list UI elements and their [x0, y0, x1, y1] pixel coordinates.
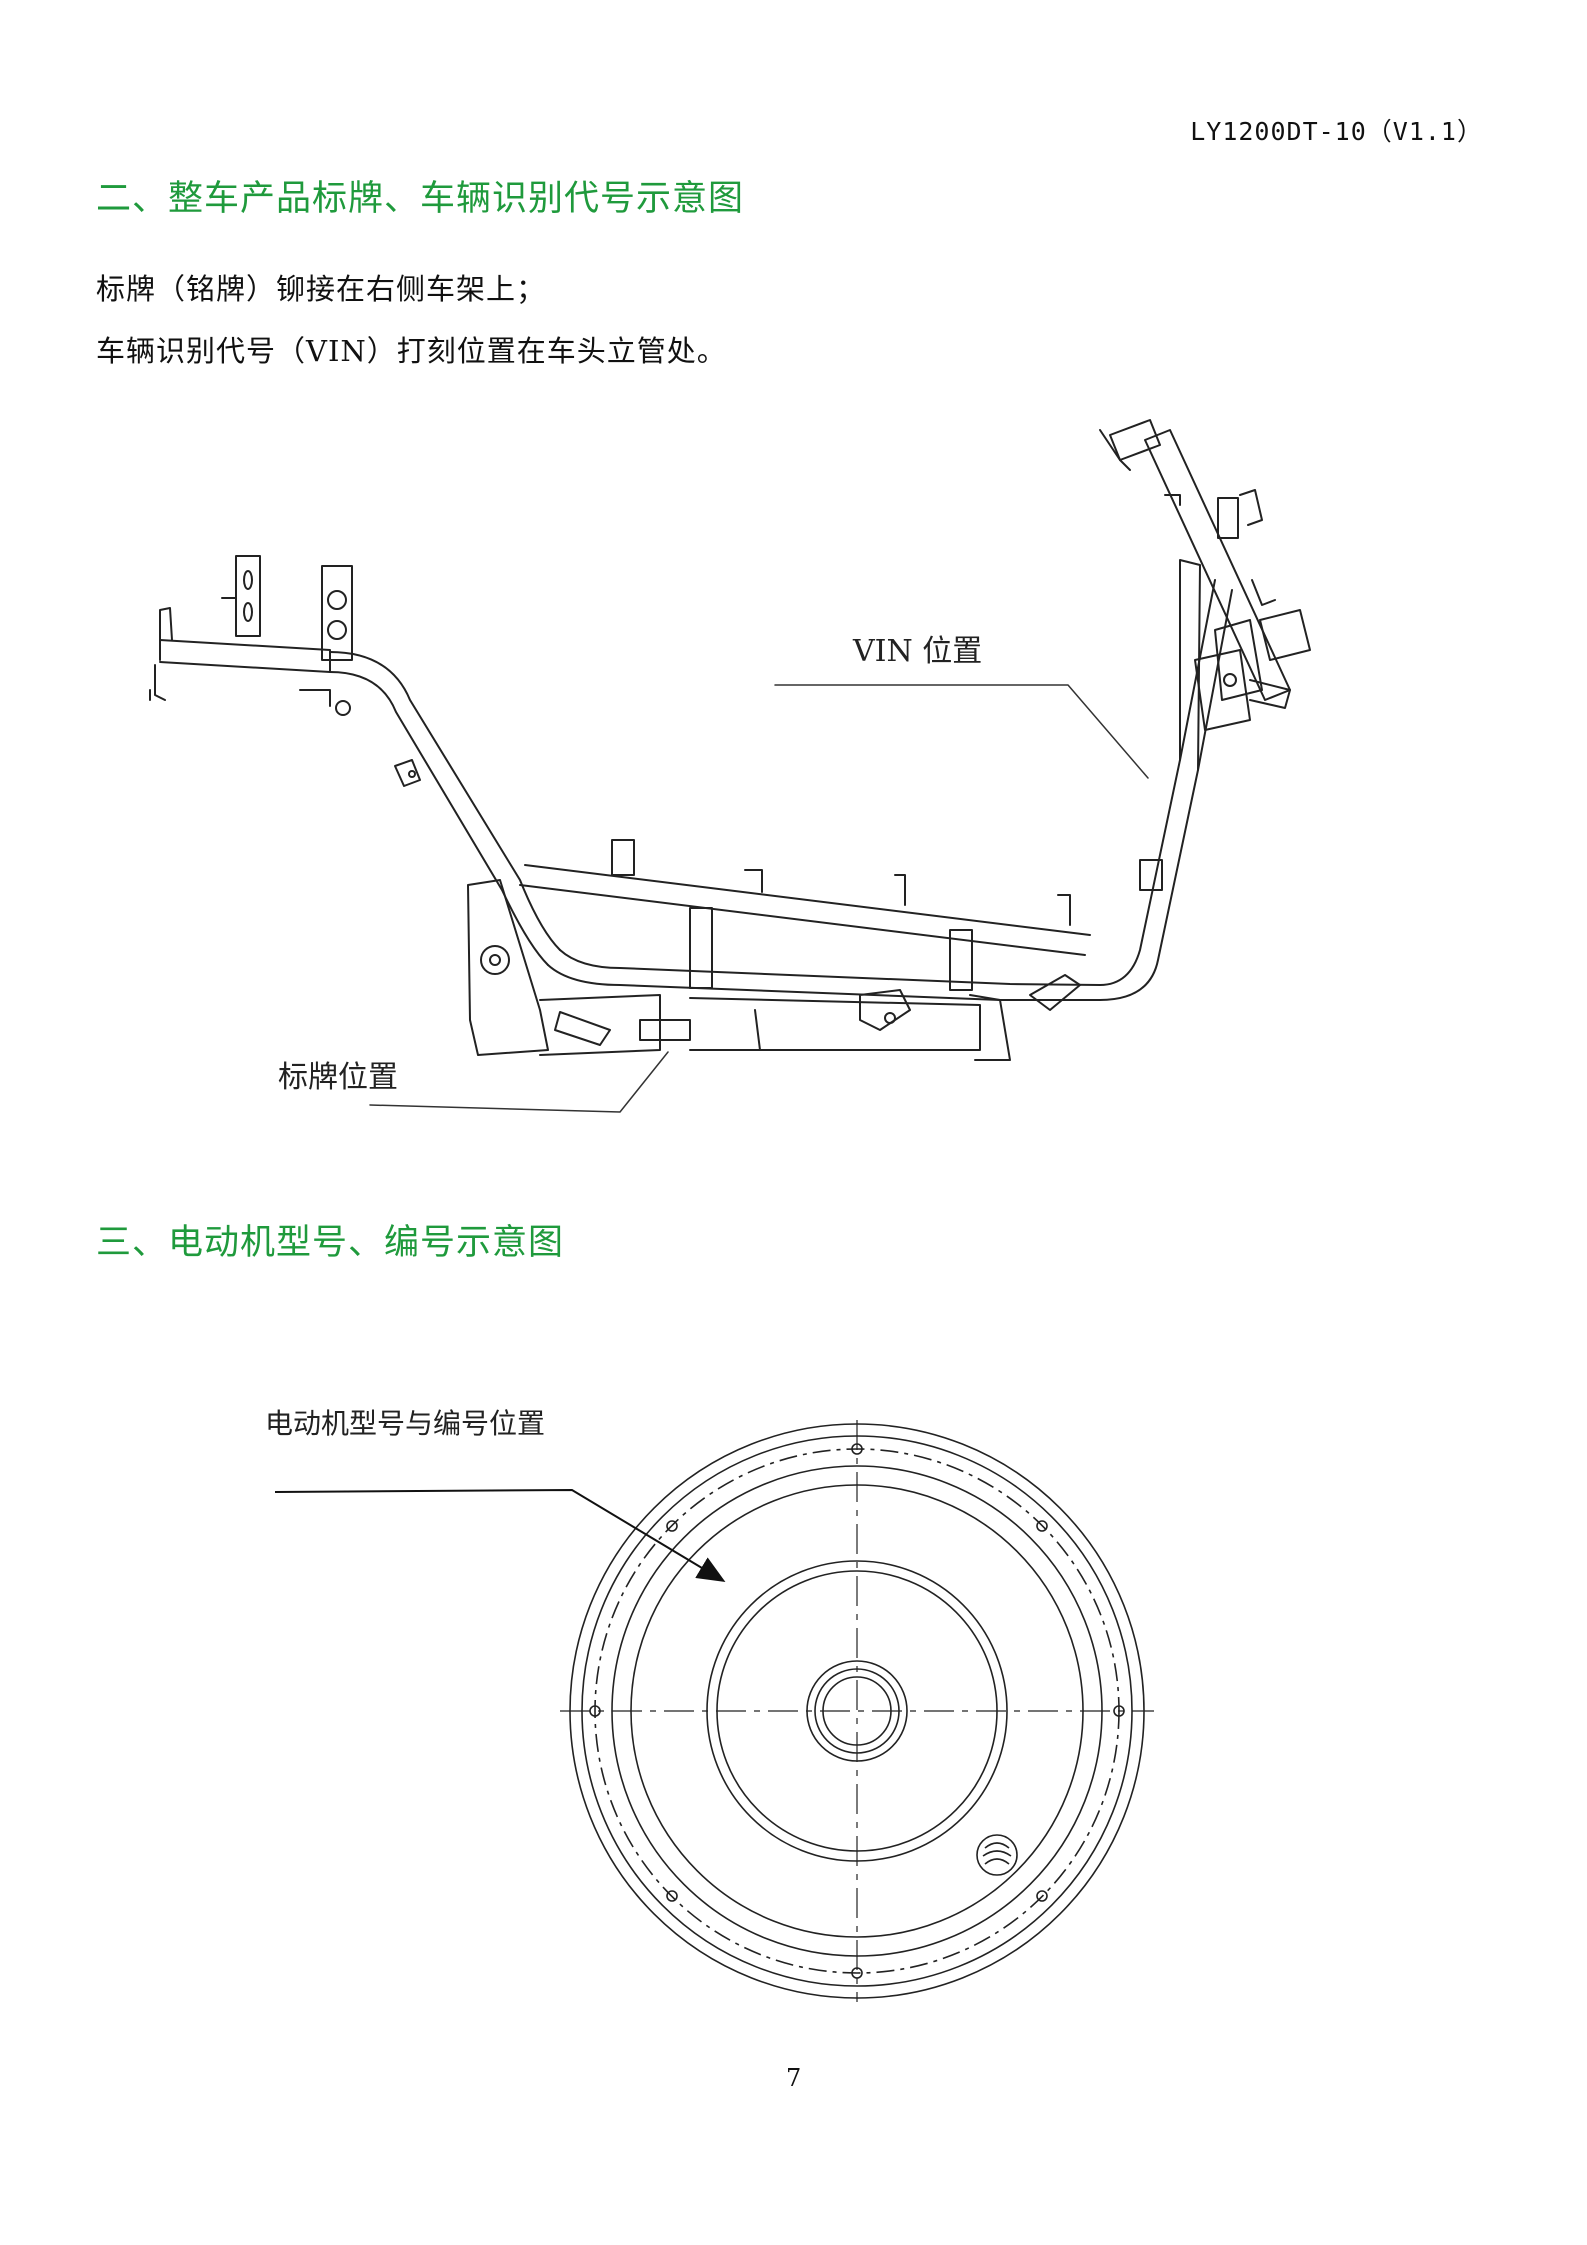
- bolt-holes: [589, 1443, 1125, 1979]
- motor-position-label: 电动机型号与编号位置: [265, 1407, 546, 1440]
- rear-rack: [149, 555, 353, 716]
- front-down-tube: [1029, 559, 1233, 1011]
- motor-drawing: [274, 1420, 1154, 2002]
- plate-location-label: 标牌位置: [278, 1060, 398, 1095]
- plate-leader-line: [369, 1051, 669, 1113]
- paragraph-plate-location: 标牌（铭牌）铆接在右侧车架上；: [96, 272, 547, 306]
- head-tube: [1099, 419, 1311, 731]
- vin-leader-line: [774, 684, 1149, 779]
- lower-housing: [467, 879, 1011, 1061]
- motor-leader-arrow: [274, 1488, 726, 1583]
- motor-emblem: [976, 1834, 1018, 1876]
- left-main-tube: [329, 651, 561, 966]
- section-title-vehicle-plate: 二、整车产品标牌、车辆识别代号示意图: [96, 179, 745, 219]
- paragraph-vin-location: 车辆识别代号（VIN）打刻位置在车头立管处。: [96, 334, 727, 368]
- document-code: LY1200DT-10（V1.1）: [1190, 117, 1483, 146]
- page-number: 7: [786, 2064, 802, 2092]
- section-title-motor: 三、电动机型号、编号示意图: [96, 1223, 565, 1263]
- cross-tubes: [519, 839, 1101, 1001]
- vehicle-frame-drawing: [149, 419, 1311, 1113]
- vin-location-label: VIN 位置: [853, 634, 983, 669]
